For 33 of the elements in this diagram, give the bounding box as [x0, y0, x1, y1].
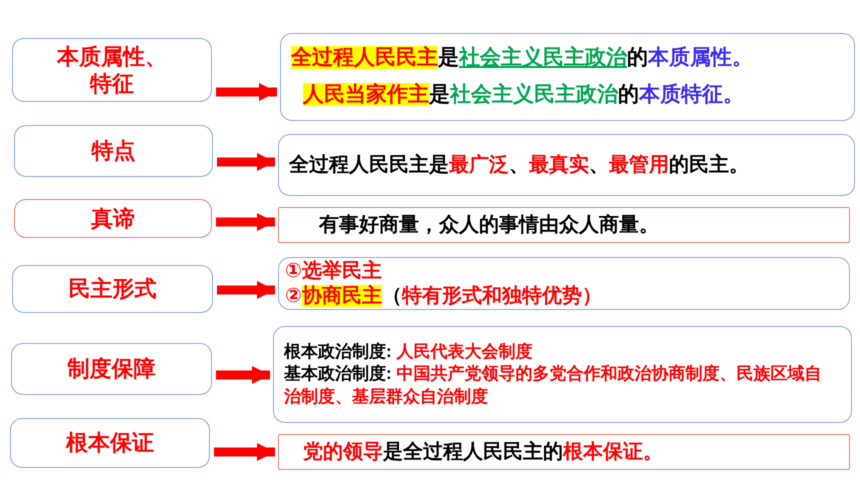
content-box: [278, 134, 855, 196]
statement-text: 有事好商量，众人的事情由众人商量。: [319, 212, 659, 238]
topic-box: [14, 125, 213, 177]
statement-text: ②协商民主（特有形式和独特优势）: [285, 284, 602, 308]
statement-text: 全过程人民民主是社会主义民主政治的本质属性。: [291, 44, 753, 72]
topic-label: 制度保障: [66, 355, 156, 383]
topic-label: 根本保证: [64, 429, 155, 457]
topic-label: 特点: [90, 137, 136, 165]
topic-box: [14, 199, 212, 238]
statement-text: 根本政治制度: 人民代表大会制度: [284, 341, 532, 364]
topic-box: [12, 38, 212, 102]
topic-box: [10, 418, 210, 468]
block-arrow: [216, 366, 270, 384]
block-arrow: [214, 443, 275, 461]
statement-text: 基本政治制度: 中国共产党领导的多党合作和政治协商制度、民族区域自治制度、基层群众自治制度: [284, 363, 822, 408]
statement-text: 全过程人民民主是最广泛、最真实、最管用的民主。: [289, 152, 749, 178]
content-box: [273, 326, 852, 423]
statement-text: ①选举民主: [285, 258, 382, 284]
statement-text: 党的领导是全过程人民民主的根本保证。: [303, 440, 663, 465]
block-arrow: [216, 213, 275, 231]
statement-text: 人民当家作主是社会主义民主政治的本质特征。: [303, 82, 744, 108]
content-box: [278, 434, 850, 470]
topic-label: 真谛: [90, 204, 136, 232]
block-arrow: [216, 83, 277, 101]
content-box: [280, 33, 855, 121]
block-arrow: [217, 153, 275, 171]
topic-box: [12, 265, 213, 313]
topic-box: [11, 343, 212, 395]
content-box: [278, 257, 850, 310]
block-arrow: [217, 281, 275, 299]
topic-label: 民主形式: [67, 275, 158, 303]
content-box: [278, 207, 850, 243]
topic-label: 本质属性、特征: [56, 42, 168, 98]
